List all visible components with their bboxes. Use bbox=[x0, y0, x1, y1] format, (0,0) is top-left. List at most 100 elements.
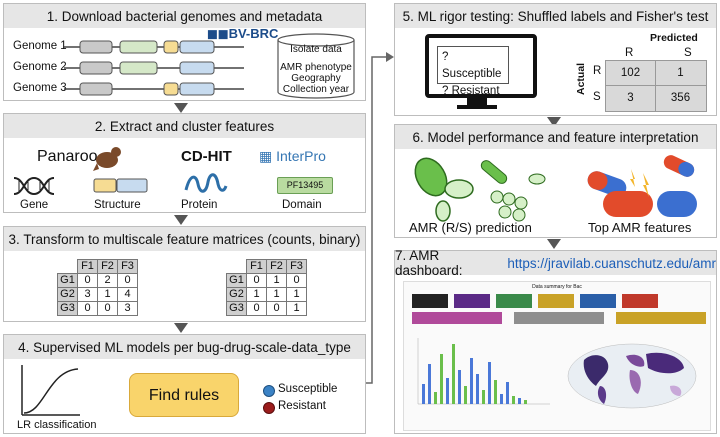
gene-block bbox=[79, 82, 113, 96]
connector-arrow bbox=[366, 52, 394, 384]
row-header: G1 bbox=[226, 273, 247, 288]
confusion-cell: 3 bbox=[627, 92, 634, 104]
genome-2-label: Genome 2 bbox=[13, 61, 67, 73]
gene-block bbox=[163, 82, 179, 96]
matrix-cell: 0 bbox=[286, 273, 307, 288]
down-arrow bbox=[174, 323, 188, 333]
matrix-cell: 3 bbox=[117, 301, 138, 316]
matrix-cell: 2 bbox=[97, 273, 118, 288]
panel-extract: 2. Extract and cluster features Panaroo … bbox=[3, 113, 366, 213]
panel-transform: 3. Transform to multiscale feature matri… bbox=[3, 226, 366, 322]
row-header: G3 bbox=[57, 301, 78, 316]
right-caption: Top AMR features bbox=[588, 220, 692, 235]
act-row-s: S bbox=[593, 91, 601, 103]
gene-block bbox=[79, 61, 113, 75]
screen-line: ? Resistant bbox=[442, 85, 500, 97]
matrix-cell: 0 bbox=[77, 301, 98, 316]
db-line: Collection year bbox=[282, 84, 350, 95]
dashboard-title-prefix: 7. AMR dashboard: bbox=[395, 248, 463, 278]
column-header: F1 bbox=[246, 259, 267, 274]
matrix-cell: 1 bbox=[97, 287, 118, 302]
panel-models: 4. Supervised ML models per bug-drug-sca… bbox=[3, 334, 366, 434]
bvbrc-icon: ◼◼ bbox=[207, 26, 229, 41]
find-rules-button[interactable]: Find rules bbox=[129, 373, 239, 417]
summary-tile bbox=[454, 294, 490, 308]
gene-block bbox=[163, 40, 179, 54]
screen-line: ? Susceptible bbox=[442, 51, 502, 80]
column-header: F2 bbox=[266, 259, 287, 274]
dashboard-title: Data summary for Bac bbox=[532, 284, 582, 290]
summary-tile bbox=[580, 294, 616, 308]
row-header: G2 bbox=[226, 287, 247, 302]
pred-col-s: S bbox=[684, 47, 692, 59]
screen-text: ? Susceptible ? Resistant bbox=[437, 46, 509, 97]
confusion-cell: 1 bbox=[677, 67, 684, 79]
row-header: G2 bbox=[57, 287, 78, 302]
database-icon bbox=[277, 33, 355, 99]
matrix-cell: 0 bbox=[246, 273, 267, 288]
genome-tracks bbox=[64, 40, 244, 96]
dashboard-url-link[interactable]: https://jravilab.cuanschutz.edu/amr bbox=[507, 255, 716, 271]
interpro-logo: ▦ InterPro bbox=[259, 148, 326, 164]
column-header: F3 bbox=[286, 259, 307, 274]
panel-download: 1. Download bacterial genomes and metada… bbox=[3, 3, 366, 101]
matrix-cell: 0 bbox=[97, 301, 118, 316]
panel-dashboard: 7. AMR dashboard: https://jravilab.cuans… bbox=[394, 248, 717, 434]
gene-block bbox=[179, 61, 215, 75]
monitor-icon bbox=[425, 34, 537, 98]
column-header: F1 bbox=[77, 259, 98, 274]
panel-title: 7. AMR dashboard: https://jravilab.cuans… bbox=[395, 248, 716, 278]
column-header: F2 bbox=[97, 259, 118, 274]
legend-susceptible: Susceptible bbox=[278, 383, 338, 395]
tool-panaroo: Panaroo bbox=[37, 148, 98, 165]
db-title: Isolate data bbox=[290, 44, 342, 55]
predicted-label: Predicted bbox=[650, 32, 698, 44]
label-structure: Structure bbox=[94, 199, 141, 211]
act-row-r: R bbox=[593, 65, 602, 77]
row-header: G1 bbox=[57, 273, 78, 288]
resistant-dot-icon bbox=[263, 402, 275, 414]
summary-tile bbox=[412, 294, 448, 308]
kangaroo-icon bbox=[93, 147, 121, 171]
column-header: F3 bbox=[117, 259, 138, 274]
down-arrow bbox=[174, 103, 188, 113]
matrix-cell: 0 bbox=[117, 273, 138, 288]
confusion-matrix: 102 1 3 356 bbox=[605, 60, 707, 112]
susceptible-dot-icon bbox=[263, 385, 275, 397]
matrix-cell: 1 bbox=[246, 287, 267, 302]
interpro-icon: ▦ bbox=[259, 148, 273, 164]
summary-tile bbox=[496, 294, 532, 308]
gene-block bbox=[119, 40, 158, 54]
matrix-cell: 3 bbox=[77, 287, 98, 302]
confusion-cell: 356 bbox=[670, 92, 691, 104]
pred-col-r: R bbox=[625, 47, 634, 59]
db-line: Geography bbox=[291, 73, 341, 84]
capsule-icon bbox=[587, 155, 697, 217]
down-arrow bbox=[174, 215, 188, 225]
gene-block bbox=[119, 61, 158, 75]
panel-title: 1. Download bacterial genomes and metada… bbox=[4, 4, 365, 28]
summary-tile bbox=[622, 294, 658, 308]
panel-title: 3. Transform to multiscale feature matri… bbox=[4, 227, 365, 251]
protein-icon bbox=[184, 173, 228, 193]
label-domain: Domain bbox=[282, 199, 322, 211]
bacteria-icon bbox=[414, 157, 546, 222]
domain-box: PF13495 bbox=[277, 177, 333, 194]
down-arrow bbox=[547, 117, 561, 127]
panel-performance: 6. Model performance and feature interpr… bbox=[394, 124, 717, 238]
bvbrc-logo: ◼◼BV-BRC bbox=[207, 26, 279, 41]
dashboard-preview: Data summary for Bac bbox=[403, 281, 711, 431]
dashboard-bar-chart bbox=[417, 338, 550, 405]
dashboard-world-map bbox=[567, 343, 697, 409]
gene-block bbox=[79, 40, 113, 54]
label-protein: Protein bbox=[181, 199, 218, 211]
matrix-cell: 1 bbox=[266, 273, 287, 288]
matrix-cell: 1 bbox=[286, 301, 307, 316]
db-line: AMR phenotype bbox=[280, 62, 352, 73]
summary-tile bbox=[538, 294, 574, 308]
matrix-cell: 1 bbox=[266, 287, 287, 302]
matrix-cell: 0 bbox=[77, 273, 98, 288]
gene-block bbox=[179, 40, 215, 54]
row-header: G3 bbox=[226, 301, 247, 316]
